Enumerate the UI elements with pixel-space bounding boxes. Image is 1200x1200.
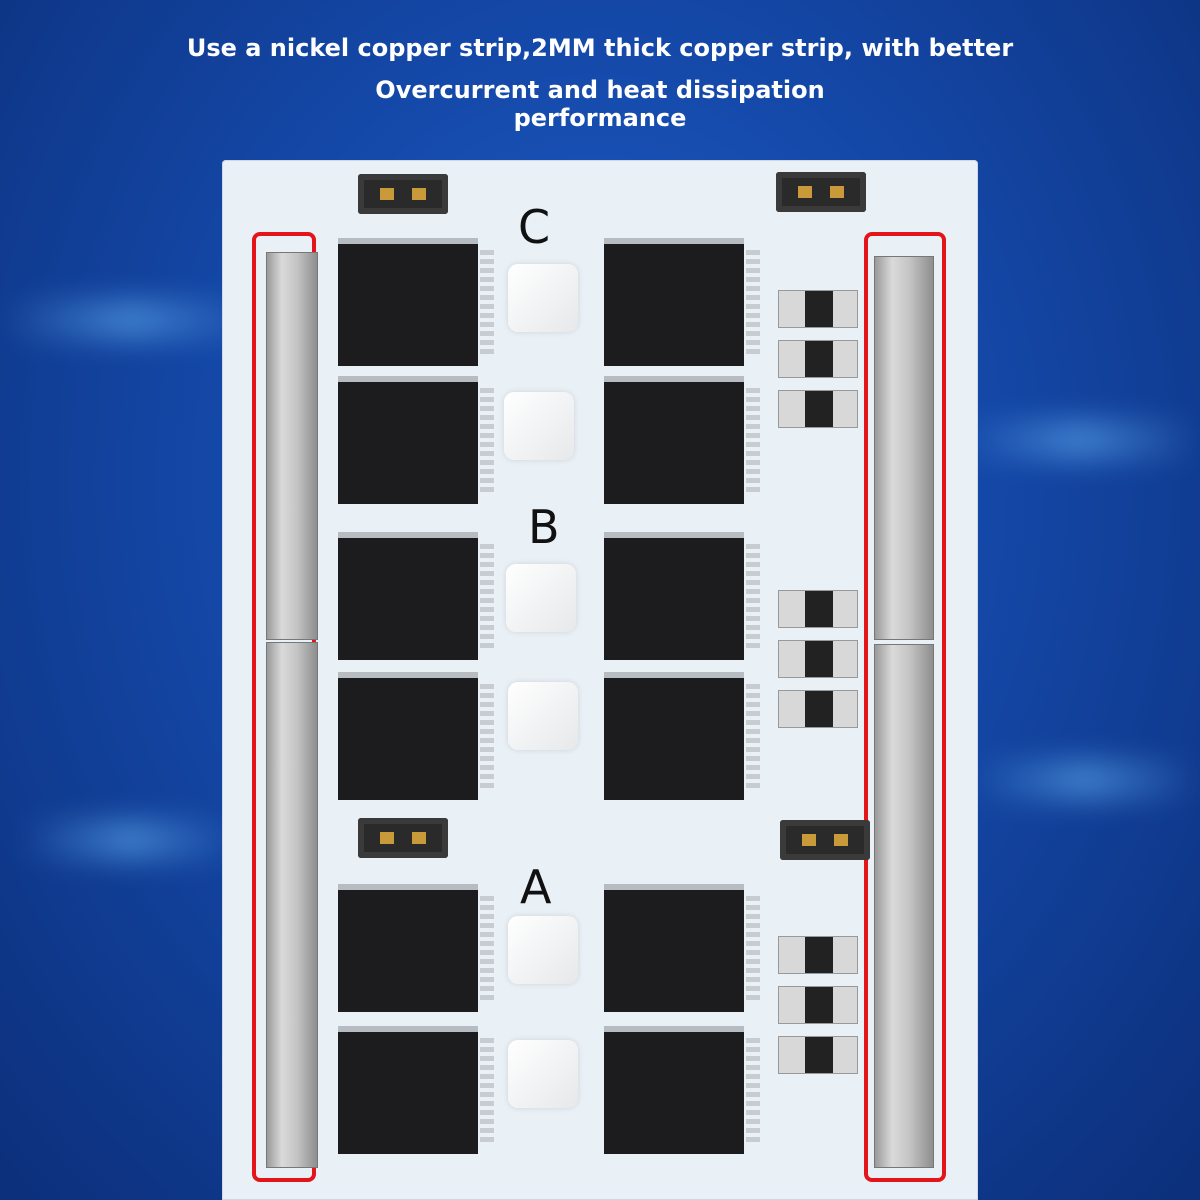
shunt-resistor: [778, 1036, 858, 1074]
right-nickel-strip-lower: [874, 644, 934, 1168]
mosfet-chip: [604, 376, 760, 504]
mosfet-chip: [338, 238, 494, 366]
section-label-b: B: [528, 500, 560, 554]
solder-pad: [508, 1040, 578, 1108]
solder-pad: [504, 392, 574, 460]
mosfet-chip: [338, 884, 494, 1012]
shunt-resistor: [778, 290, 858, 328]
middle-left-connector: [358, 818, 448, 858]
mosfet-chip: [338, 672, 494, 800]
section-label-a: A: [520, 860, 552, 914]
mosfet-chip: [604, 1026, 760, 1154]
mosfet-chip: [604, 672, 760, 800]
left-nickel-strip-lower: [266, 642, 318, 1168]
shunt-resistor: [778, 640, 858, 678]
right-nickel-strip-upper: [874, 256, 934, 640]
light-streak: [960, 420, 1200, 460]
top-left-connector: [358, 174, 448, 214]
solder-pad: [506, 564, 576, 632]
shunt-resistor: [778, 986, 858, 1024]
shunt-resistor: [778, 936, 858, 974]
mosfet-chip: [338, 376, 494, 504]
mosfet-chip: [338, 532, 494, 660]
right-strip-highlight: [864, 232, 946, 1182]
headline-line-2: Overcurrent and heat dissipation: [375, 76, 825, 104]
left-nickel-strip-upper: [266, 252, 318, 640]
headline-line-3: performance: [513, 104, 687, 132]
shunt-resistor: [778, 690, 858, 728]
mosfet-chip: [338, 1026, 494, 1154]
shunt-resistor: [778, 340, 858, 378]
shunt-resistor: [778, 390, 858, 428]
solder-pad: [508, 264, 578, 332]
light-streak: [970, 760, 1200, 800]
light-streak: [0, 300, 260, 340]
light-streak: [20, 820, 240, 860]
section-label-c: C: [518, 200, 551, 254]
solder-pad: [508, 682, 578, 750]
mosfet-chip: [604, 884, 760, 1012]
mosfet-chip: [604, 532, 760, 660]
mosfet-chip: [604, 238, 760, 366]
headline-line-1: Use a nickel copper strip,2MM thick copp…: [186, 34, 1014, 62]
top-right-connector: [776, 172, 866, 212]
shunt-resistor: [778, 590, 858, 628]
middle-right-connector: [780, 820, 870, 860]
solder-pad: [508, 916, 578, 984]
